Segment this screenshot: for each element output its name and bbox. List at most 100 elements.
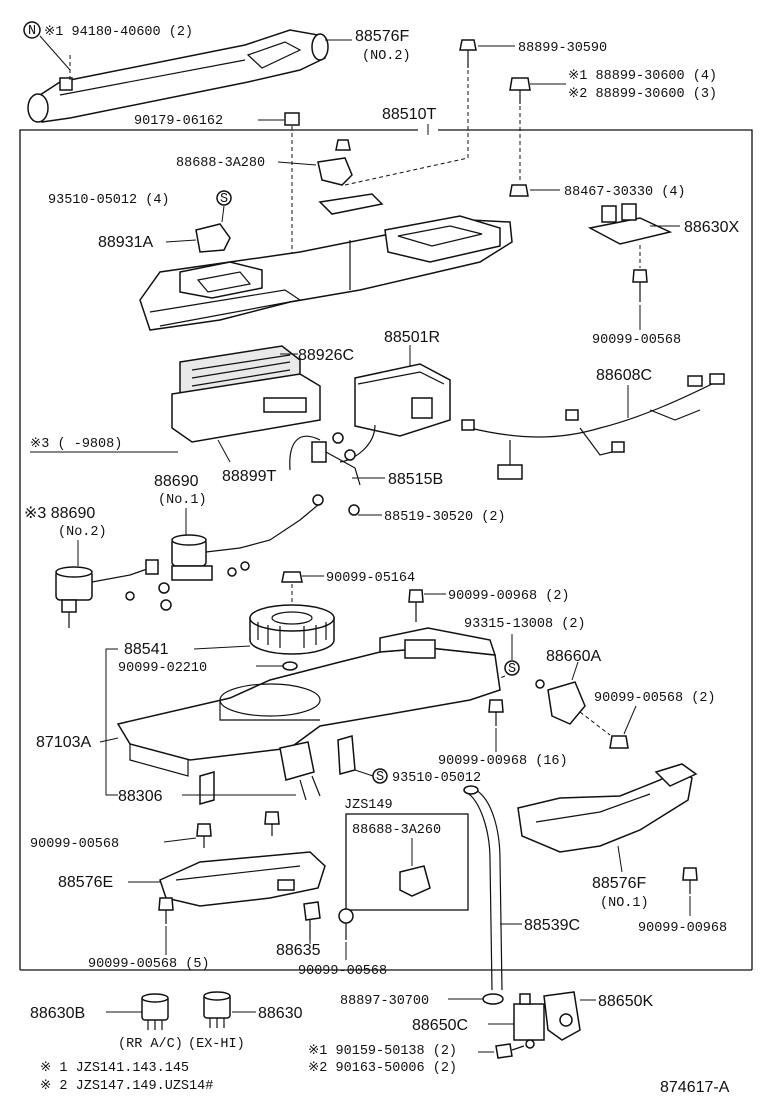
cooler-unit-88510T	[139, 193, 513, 331]
label-88630: 88630	[258, 1005, 303, 1022]
duct-88576F-no1-icon	[517, 763, 698, 853]
servo-88931A-icon	[195, 223, 231, 253]
clip-90179-icon	[284, 112, 300, 126]
label-90099-00568-5: 90099-00568 (5)	[88, 957, 210, 972]
label-88467-30330: 88467-30330 (4)	[564, 185, 686, 200]
relay-88630X-icon	[587, 203, 673, 245]
label-88541: 88541	[124, 641, 169, 658]
label-88931A: 88931A	[98, 234, 153, 251]
relay-88630B-icon	[141, 993, 169, 1030]
resistor-88306-icon	[199, 741, 321, 805]
label-90099-00968-2: 90099-00968 (2)	[448, 589, 570, 604]
label-88576F-no1: 88576F	[592, 875, 646, 892]
label-88576F-no2-sub: (NO.2)	[362, 49, 411, 64]
clip-88467-icon	[509, 184, 529, 197]
jzs149-box	[345, 813, 469, 911]
n-badge-icon	[23, 21, 41, 39]
label-90159-50138: ※1 90159-50138 (2)	[308, 1044, 457, 1059]
bolt-88899-30590-icon	[459, 39, 477, 68]
duct-88576F-no2	[27, 29, 329, 123]
s-badge-icon	[216, 190, 232, 206]
screw-90099-00568-c-icon	[338, 908, 354, 940]
screw-near-88306-icon	[264, 811, 280, 836]
bolt-88899-30600-icon	[509, 77, 531, 104]
label-90099-05164: 90099-05164	[326, 571, 415, 586]
washer-90099-02210-icon	[282, 661, 298, 671]
drain-hose-88539C-icon	[463, 785, 503, 991]
label-88539C: 88539C	[524, 917, 580, 934]
label-93510-05012: 93510-05012	[392, 771, 481, 786]
blower-case-87103A	[116, 627, 501, 777]
sensor-88515B-icon	[289, 432, 361, 486]
label-rr-ac: (RR A/C)	[118, 1037, 183, 1052]
label-88608C: 88608C	[596, 367, 652, 384]
screw-90099-00568-5-icon	[158, 897, 174, 924]
label-90099-00568-2: 90099-00568 (2)	[594, 691, 716, 706]
label-88576F-no2: 88576F	[355, 28, 409, 45]
assembly-frame-left	[19, 129, 418, 970]
amplifier-88650C-icon	[513, 993, 545, 1041]
solenoid-88690-no2-icon	[55, 559, 172, 628]
s-badge-3: S	[376, 770, 384, 785]
label-88660A: 88660A	[546, 648, 601, 665]
label-90099-00568-a: 90099-00568	[592, 333, 681, 348]
label-88650C: 88650C	[412, 1017, 468, 1034]
label-94180-40600: ※1 94180-40600 (2)	[44, 25, 193, 40]
label-88306: 88306	[118, 788, 163, 805]
screw-90099-00568-b-icon	[196, 823, 212, 848]
bracket-88688-3A280-icon	[317, 139, 353, 186]
label-88897-30700: 88897-30700	[340, 994, 429, 1009]
label-88926C: 88926C	[298, 347, 354, 364]
label-88899-30600-2: ※2 88899-30600 (3)	[568, 87, 717, 102]
wire-harness-88608C-icon	[461, 373, 725, 480]
bracket-93510-icon	[337, 735, 356, 775]
label-90099-00568-b: 90099-00568	[30, 837, 119, 852]
servo-88660A-icon	[535, 679, 586, 725]
assembly-frame-right	[438, 129, 753, 970]
valve-88501R-icon	[339, 363, 451, 463]
relay-88630-icon	[203, 991, 231, 1028]
label-88650K: 88650K	[598, 993, 653, 1010]
label-93315-13008: 93315-13008 (2)	[464, 617, 586, 632]
label-88690-no1: (No.1)	[158, 493, 207, 508]
label-90179-06162: 90179-06162	[134, 114, 223, 129]
label-90099-00568-c: 90099-00568	[298, 964, 387, 979]
label-88690-no2: (No.2)	[58, 525, 107, 540]
label-88510T: 88510T	[382, 106, 436, 123]
label-88899T: 88899T	[222, 468, 276, 485]
duct-88576E-icon	[159, 851, 326, 907]
label-88630B: 88630B	[30, 1005, 85, 1022]
label-90099-02210: 90099-02210	[118, 661, 207, 676]
label-87103A: 87103A	[36, 734, 91, 751]
screw-90099-00568-2-icon	[609, 735, 629, 749]
screw-90099-00968-16-icon	[488, 699, 504, 726]
label-90099-00968-16: 90099-00968 (16)	[438, 754, 568, 769]
nut-90099-05164-icon	[281, 571, 303, 583]
blower-88541-icon	[249, 604, 335, 655]
label-88630X: 88630X	[684, 219, 739, 236]
s-badge-2-icon	[504, 660, 520, 676]
bracket-88688-3A260-icon	[399, 865, 431, 897]
evaporator-88926C-icon	[171, 345, 321, 443]
diagram-id: 874617-A	[660, 1079, 730, 1096]
label-88501R: 88501R	[384, 329, 440, 346]
label-88690-3: ※3 88690	[24, 505, 95, 522]
bracket-88650K-icon	[543, 991, 581, 1041]
label-88690: 88690	[154, 473, 199, 490]
screw-90099-00968-icon	[682, 867, 698, 894]
sensor-88635-icon	[303, 901, 321, 940]
label-88635: 88635	[276, 942, 321, 959]
label-93510-05012-4: 93510-05012 (4)	[48, 193, 170, 208]
label-88899-30590: 88899-30590	[518, 41, 607, 56]
solenoid-88690-no1-icon	[171, 494, 360, 581]
label-88576E: 88576E	[58, 874, 113, 891]
label-ex-hi: (EX-HI)	[188, 1037, 245, 1052]
label-jzs149: JZS149	[344, 798, 393, 813]
n-badge: N	[28, 24, 36, 39]
label-90163-50006: ※2 90163-50006 (2)	[308, 1061, 457, 1076]
label-88519-30520: 88519-30520 (2)	[384, 510, 506, 525]
label-90099-00968: 90099-00968	[638, 921, 727, 936]
screw-90159-icon	[495, 1039, 535, 1059]
